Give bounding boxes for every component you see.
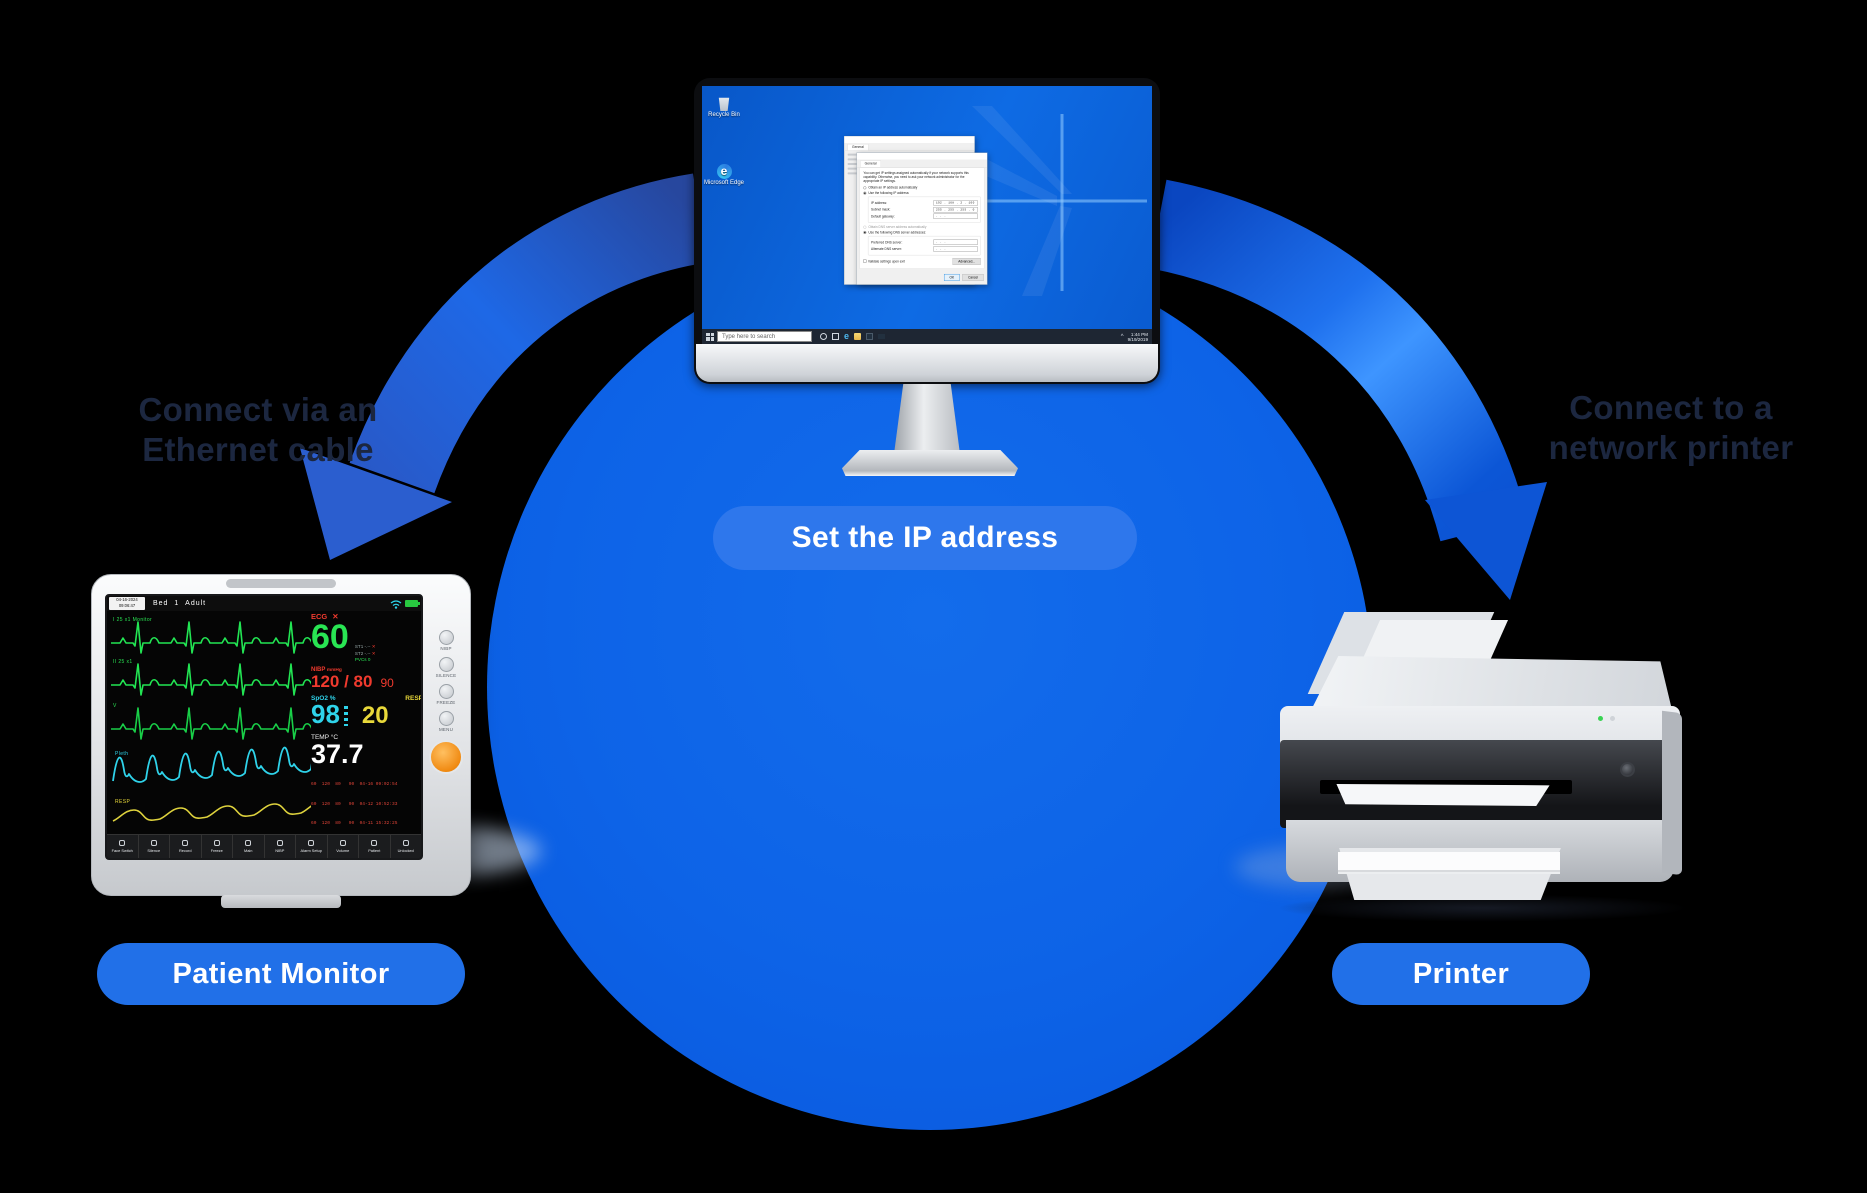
edge-label: Microsoft Edge (703, 180, 745, 186)
battery-icon (405, 600, 420, 607)
dialog-title-bar (844, 136, 975, 143)
arc-left (349, 173, 708, 494)
start-button-icon[interactable] (706, 332, 714, 341)
ok-button[interactable]: OK (943, 273, 960, 281)
status-led-icon (1598, 716, 1603, 721)
ip-fields-group: IP address: 192 . 168 . 2 . 100 Subnet m… (867, 196, 981, 223)
printer-side-face (1662, 710, 1682, 876)
monitor-datetime: 04-16-2024 09:06:47 (109, 597, 145, 610)
heart-rate-value: 60 (311, 618, 349, 656)
nibp-value: 120 / 80 (311, 671, 373, 691)
monitor-bezel: Recycle Bin e Microsoft Edge General (694, 78, 1160, 384)
monitor-chin (696, 344, 1158, 382)
dialog-intro-text: You can get IP settings assigned automat… (863, 171, 969, 183)
windows-taskbar: Type here to search e ^ 1:44 PM 9/19/ (702, 329, 1152, 344)
printer-badge: Printer (1332, 943, 1590, 1005)
windows-desktop: Recycle Bin e Microsoft Edge General (702, 86, 1152, 344)
softkey-freeze[interactable]: Freeze (202, 835, 233, 858)
validate-checkbox[interactable]: Validate settings upon exit (863, 259, 905, 263)
ip-address-field[interactable]: 192 . 168 . 2 . 100 (933, 200, 978, 206)
softkey-main[interactable]: Main (233, 835, 265, 858)
wifi-icon (390, 599, 402, 609)
nibp-map-value: 90 (380, 675, 394, 690)
taskbar-search-input[interactable]: Type here to search (717, 331, 812, 342)
default-gateway-field[interactable]: . . . (933, 213, 978, 219)
recycle-bin-label: Recycle Bin (708, 112, 740, 118)
tab-general-back[interactable]: General (847, 143, 869, 151)
softkey-patient[interactable]: Patient (359, 835, 391, 858)
softkey-nibp[interactable]: NIBP (265, 835, 296, 858)
store-icon[interactable] (866, 333, 874, 340)
softkey-unlocked[interactable]: Unlocked (391, 835, 422, 858)
cancel-button[interactable]: Cancel (962, 273, 984, 281)
edge-icon: e (716, 164, 732, 179)
softkey-face-switch[interactable]: Face Switch (107, 835, 139, 858)
rotary-knob (429, 740, 463, 774)
spo2-bar (343, 705, 348, 726)
monitor-stand-neck (894, 384, 960, 454)
radio-use-dns[interactable] (863, 230, 867, 234)
radio-obtain-ip[interactable] (863, 186, 867, 190)
set-ip-address-badge: Set the IP address (713, 506, 1137, 570)
patient-monitor-device: 04-16-2024 09:06:47 Bed 1 Adult (91, 574, 471, 908)
patient-monitor-screen: 04-16-2024 09:06:47 Bed 1 Adult (105, 594, 423, 860)
arrowhead-left-icon (300, 448, 452, 560)
spo2-value: 98 (311, 698, 340, 729)
nibp-button (438, 630, 454, 645)
taskbar-clock[interactable]: 1:44 PM 9/19/2019 (1127, 331, 1148, 342)
patient-monitor-badge: Patient Monitor (97, 943, 465, 1005)
recycle-bin-icon[interactable]: Recycle Bin (702, 96, 754, 118)
file-explorer-icon[interactable] (854, 333, 862, 340)
bed-info: Bed 1 Adult (153, 600, 207, 607)
edge-taskbar-icon[interactable]: e (844, 331, 850, 341)
softkey-record[interactable]: Record (170, 835, 202, 858)
physical-button-column: NIBP SILENCE FREEZE MENU (427, 630, 465, 774)
resp-value: 20 (361, 701, 389, 729)
output-sheet (1336, 784, 1550, 806)
dns-fields-group: Preferred DNS server: . . . Alternate DN… (867, 235, 981, 256)
printer-device (1268, 612, 1698, 922)
softkey-bar: Face Switch Silence Record Freeze Main N… (107, 834, 421, 858)
printer-top-cover (1311, 656, 1672, 710)
softkey-volume[interactable]: Volume (328, 835, 359, 858)
softkey-alarm-setup[interactable]: Alarm Setup (296, 835, 328, 858)
advanced-button[interactable]: Advanced... (952, 257, 981, 265)
radio-use-ip[interactable] (863, 191, 867, 195)
temp-value: 37.7 (311, 738, 364, 769)
alarm-off-icon: ✕ (332, 612, 339, 621)
status-led2-icon (1610, 716, 1615, 721)
vitals-panel: ECG ✕ 60 ST1 -.-- ✕ ST2 -.-- ✕ PVCs 0 NI… (311, 612, 421, 845)
waveform-area: I 25 x1 Monitor II 25 x1 V Pleth RESP (109, 613, 366, 835)
power-button (1620, 762, 1635, 777)
menu-button (438, 711, 454, 726)
freeze-button (438, 684, 454, 699)
edge-desktop-icon[interactable]: e Microsoft Edge (702, 164, 754, 186)
alternate-dns-field[interactable]: . . . (933, 246, 978, 252)
patient-monitor-base (221, 895, 341, 908)
arrowhead-right-icon (1425, 482, 1547, 600)
dialog-title-bar (856, 152, 987, 160)
arc-right (1149, 179, 1528, 542)
ipv4-properties-dialog: General You can get IP settings assigned… (856, 152, 988, 285)
subnet-mask-field[interactable]: 255 . 255 . 255 . 0 (933, 206, 978, 213)
radio-obtain-dns[interactable] (863, 225, 867, 229)
preferred-dns-field[interactable]: . . . (933, 239, 978, 245)
cortana-icon[interactable] (820, 333, 827, 340)
windows-wallpaper-logo-icon (962, 106, 1147, 296)
monitor-stand-base (842, 450, 1018, 476)
task-view-icon[interactable] (832, 333, 839, 340)
printer-front-panel (1280, 740, 1680, 828)
mail-icon[interactable] (878, 334, 886, 339)
tab-general[interactable]: General (860, 160, 881, 167)
softkey-silence[interactable]: Silence (139, 835, 170, 858)
tray-caret-icon[interactable]: ^ (1120, 333, 1124, 340)
patient-monitor-handle (226, 579, 336, 588)
silence-button (438, 657, 454, 672)
paper-stack (1338, 852, 1560, 870)
desktop-computer: Recycle Bin e Microsoft Edge General (694, 78, 1160, 476)
